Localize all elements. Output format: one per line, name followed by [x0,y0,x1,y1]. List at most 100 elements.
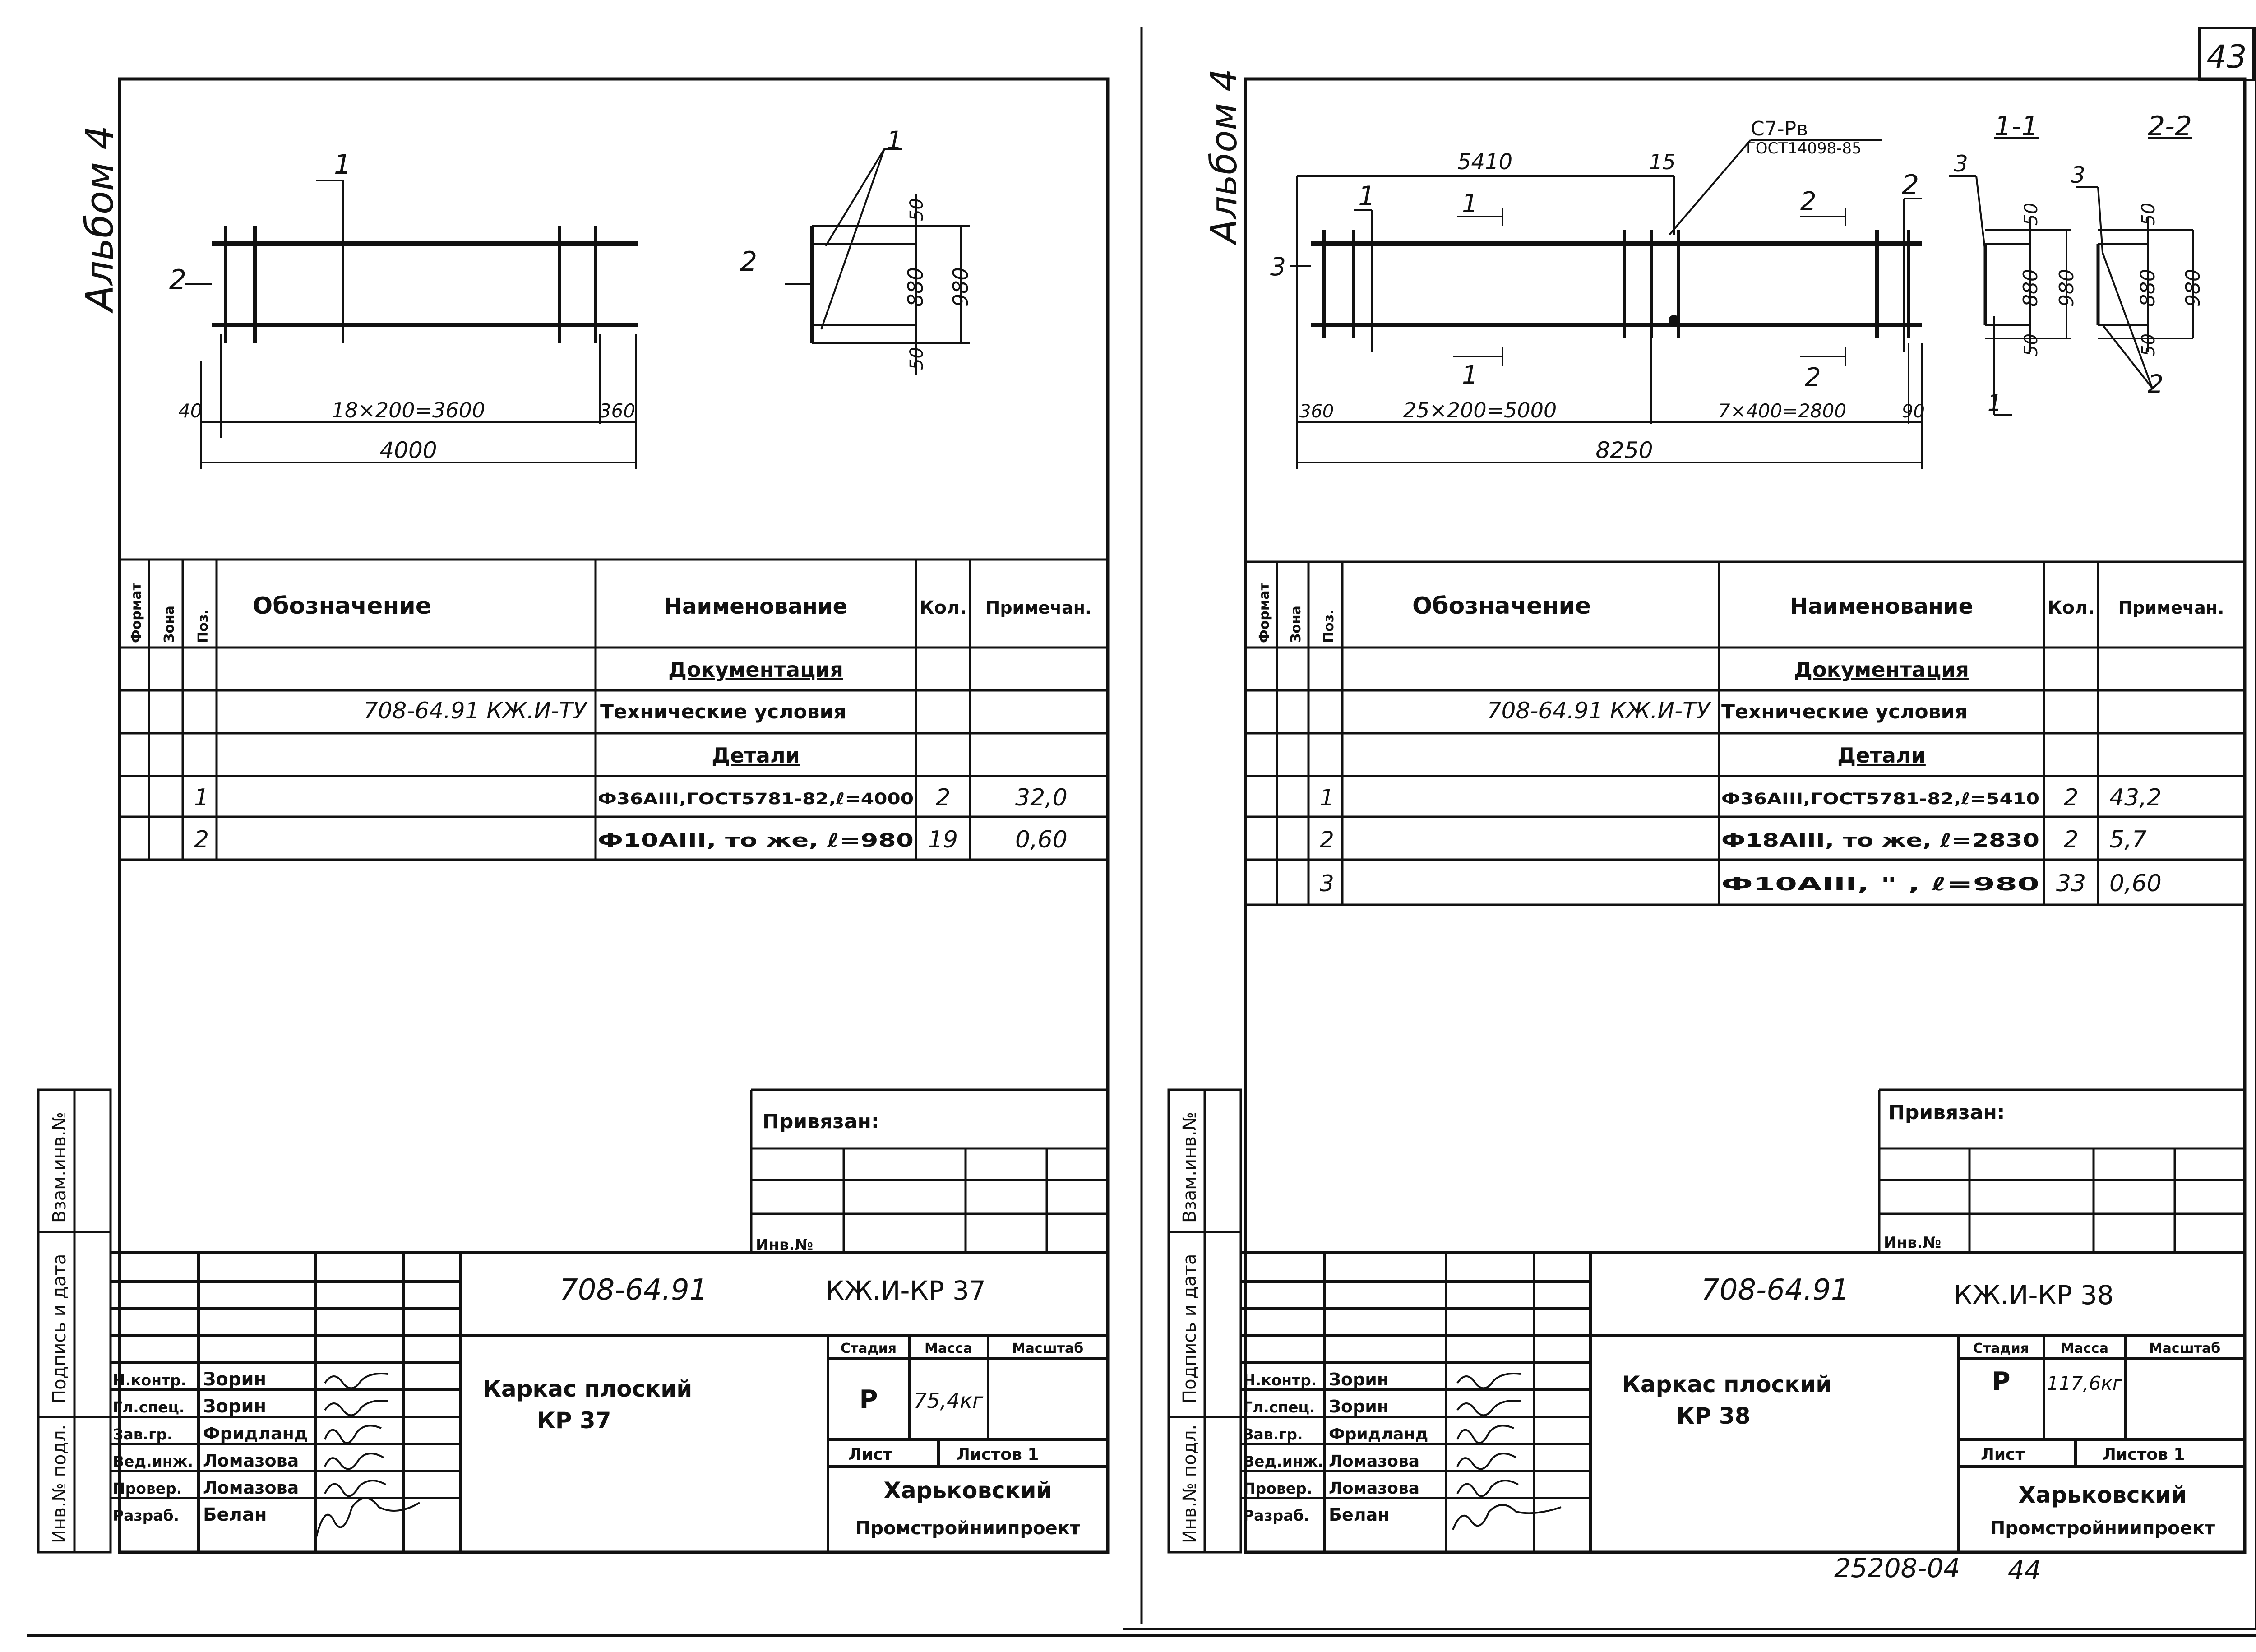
section-dim-mid: 880 [2019,269,2042,307]
side-label-inv: Инв.№ подл. [1179,1425,1200,1543]
spec-row-pos: 2 [194,826,209,853]
stamp-mass: 75,4кг [914,1388,984,1413]
person-role: Вед.инж. [113,1453,193,1470]
section-sketch [1983,244,2100,325]
spec-row-note: 43,2 [2109,784,2162,811]
stamp-mark: КЖ.И-КР 37 [826,1275,986,1306]
spec-header-pos: Поз. [1321,609,1337,643]
spec-header-qty: Кол. [2048,597,2095,618]
plan-total-dim: 8250 [1595,437,1653,463]
frame-plan [212,241,638,327]
spec-row-designation: 708-64.91 КЖ.И-ТУ [1487,698,1712,724]
stamp-scale-label: Масштаб [1012,1341,1083,1356]
spec-row-name: Детали [1837,743,1926,768]
stamp-org-line1: Харьковский [883,1477,1052,1504]
person-role: Провер. [1243,1480,1312,1497]
cut-mark-1: 1 [1462,361,1478,390]
privyazan-block [750,1088,1108,1252]
person-role: Провер. [113,1480,182,1497]
spec-row-name: Детали [712,743,800,768]
spec-row-name: Ф36АIII,ГОСТ5781-82,ℓ=5410 [1721,790,2039,808]
stamp-org-line1: Харьковский [2018,1482,2187,1508]
stamp-stage: Р [859,1385,878,1414]
side-label-sign: Подпись и дата [1179,1254,1200,1403]
stamp-org-line2: Промстройниипроект [855,1518,1081,1539]
spec-table [120,558,1108,861]
plan-total-dim: 4000 [379,437,437,463]
bottom-code: 25208-04 [1834,1553,1960,1583]
person-name: Зорин [1329,1397,1389,1416]
privyazan-label: Привязан: [763,1110,879,1133]
side-label-sign: Подпись и дата [49,1254,70,1403]
section-dim-mid: 880 [2136,269,2159,307]
person-name: Фридланд [1329,1425,1428,1444]
section-dim-top: 50 [2138,203,2159,226]
person-name: Ломазова [1329,1452,1419,1471]
section-dim-bot: 50 [2021,333,2042,356]
section-pos-3: 3 [2071,162,2085,188]
section-title-2: 2-2 [2148,111,2192,142]
person-role: Гл.спец. [113,1398,185,1416]
section-dim-bot: 50 [2138,333,2159,356]
spec-row-qty: 2 [2063,826,2078,853]
person-name: Зорин [203,1369,266,1390]
plan-left-dim: 360 [1299,401,1334,422]
frame-plan [1311,241,1922,327]
spec-row-qty: 2 [2063,784,2078,811]
plan-dim-15: 15 [1649,150,1676,174]
spec-row-name: Документация [1794,657,1969,682]
spec-header-note: Примечан. [2118,598,2224,618]
stamp-org-line2: Промстройниипроект [1990,1518,2215,1539]
plan-left-dim: 40 [178,400,202,422]
section-title-1: 1-1 [1994,111,2039,142]
person-name: Ломазова [1329,1479,1419,1498]
spec-header-zone: Зона [1288,606,1304,643]
spec-row-note: 5,7 [2109,826,2147,853]
album-label: Альбом 4 [1203,69,1245,246]
spec-row-name: Ф36АIII,ГОСТ5781-82,ℓ=4000 [598,790,914,808]
spec-row-designation: 708-64.91 КЖ.И-ТУ [364,698,588,724]
spec-row-pos: 3 [1320,870,1334,897]
page-number-box: 43 [2198,27,2255,81]
person-role: Н.контр. [113,1371,186,1389]
section-pos-1: 1 [887,126,902,155]
person-role: Н.контр. [1243,1371,1317,1389]
plan-right-dim: 90 [1902,401,1925,422]
stamp-sheet-label: Лист [1981,1445,2025,1464]
signatures [1452,1373,1562,1530]
plan-pos-1: 1 [334,149,351,180]
stamp-stage-label: Стадия [1973,1341,2029,1356]
stamp-title: Каркас плоский [483,1376,692,1402]
plan-main-dim: 18×200=3600 [332,398,485,422]
spec-row-name: Ф18АIII, то же, ℓ=2830 [1721,830,2039,851]
spec-row-name: Ф10АIII, то же, ℓ=980 [598,830,914,851]
person-role: Зав.гр. [113,1425,173,1443]
person-role: Разраб. [1243,1507,1309,1524]
person-role: Гл.спец. [1243,1398,1315,1416]
side-label-inv: Инв.№ подл. [49,1425,70,1543]
person-role: Вед.инж. [1243,1453,1323,1470]
spec-header-qty: Кол. [920,597,967,618]
stamp-stage: Р [1992,1367,2010,1396]
privyazan-block [1878,1088,2245,1252]
person-name: Белан [1329,1505,1389,1525]
spec-row-note: 0,60 [2109,870,2162,897]
stamp-mass: 117,6кг [2047,1372,2123,1394]
spec-header-designation: Обозначение [253,592,431,620]
title-block [1241,1251,2245,1552]
stamp-code: 708-64.91 [559,1273,707,1307]
stamp-title-kr: КР 38 [1676,1403,1751,1429]
cut-mark-1: 1 [1462,189,1478,218]
section-dim-total: 980 [2055,269,2078,307]
person-name: Ломазова [203,1478,299,1498]
stamp-mass-label: Масса [925,1341,972,1356]
person-name: Ломазова [203,1451,299,1471]
spec-header-pos: Поз. [195,609,211,643]
spec-header-designation: Обозначение [1412,592,1591,620]
stamp-sheets-label: Листов 1 [957,1445,1039,1464]
sheet-left: Инв.№ подл. Подпись и дата Взам.инв.№ Ал… [37,77,1110,1554]
person-name: Зорин [203,1396,266,1417]
section-dim-top: 50 [906,198,927,221]
spec-table [1245,560,2245,906]
